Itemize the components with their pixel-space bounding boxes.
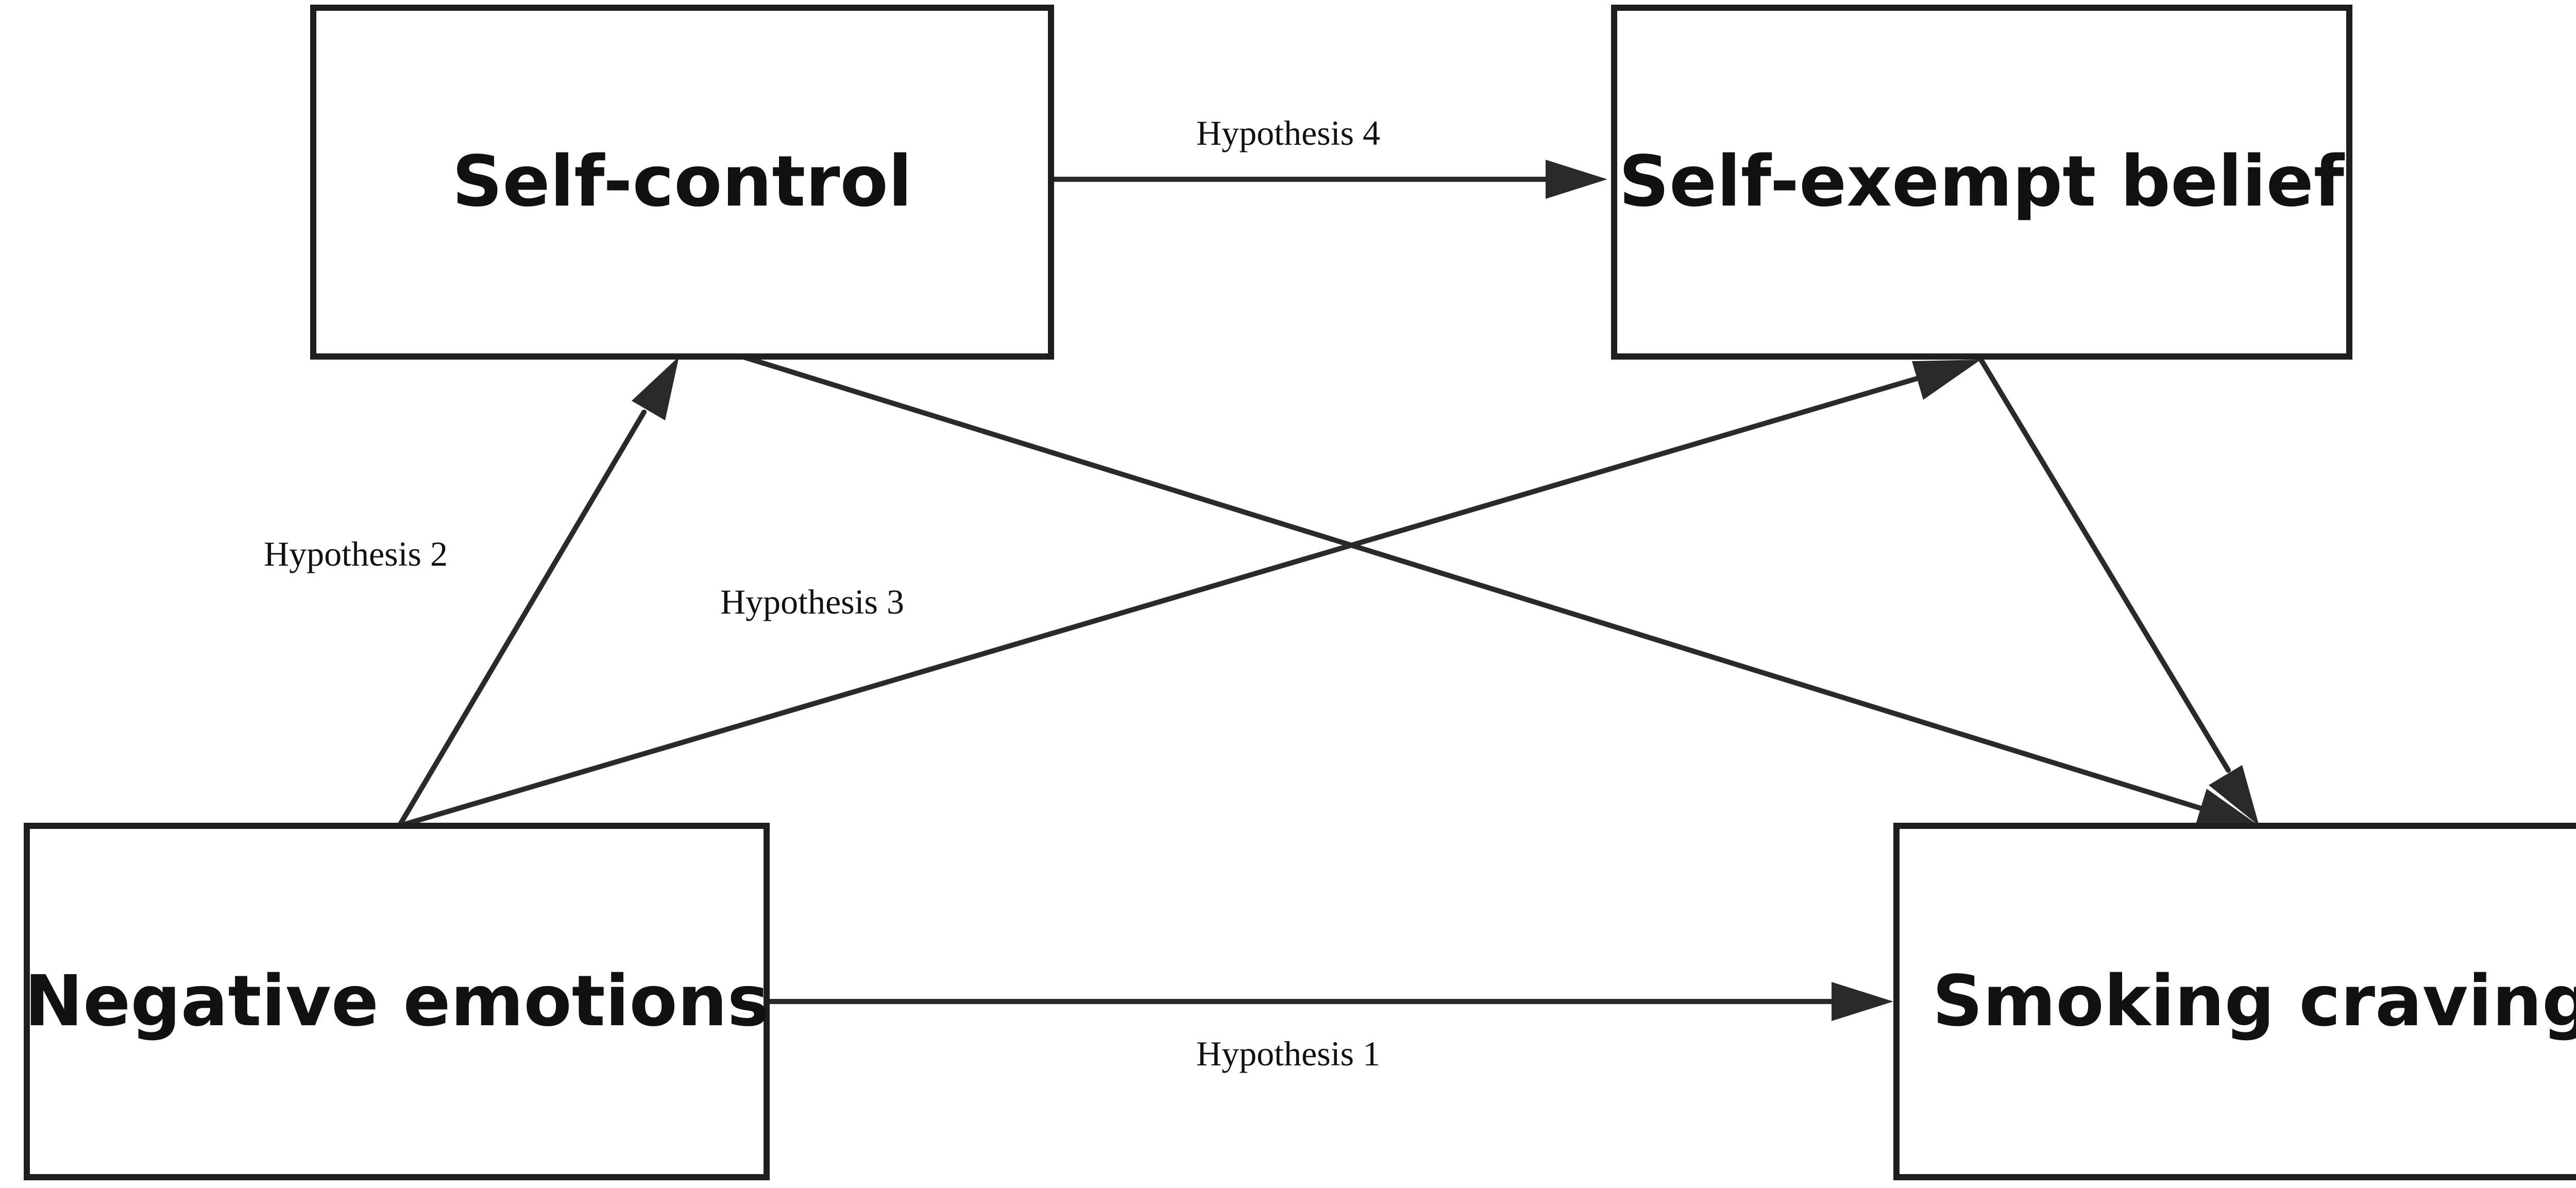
arrowhead-icon [1832, 982, 1893, 1021]
edge-line-h3 [397, 376, 1919, 828]
node-label-self-exempt-belief: Self-exempt belief [1619, 141, 2345, 223]
arrowhead-icon [632, 357, 679, 420]
node-negative-emotions: Negative emotions [24, 823, 770, 1180]
edge-line-h2 [397, 410, 647, 828]
node-box-negative-emotions [24, 823, 770, 1180]
edge-hypothesis-4 [1048, 160, 1607, 199]
node-label-smoking-craving: Smoking craving [1933, 961, 2576, 1042]
node-smoking-craving: Smoking craving [1893, 823, 2576, 1180]
arrowhead-icon [1546, 160, 1607, 199]
node-label-negative-emotions: Negative emotions [24, 961, 769, 1042]
nodes: Self-control Self-exempt belief Negative… [24, 5, 2576, 1180]
edge-self-control-to-craving [739, 354, 2259, 827]
node-self-control: Self-control [310, 5, 1054, 360]
node-box-self-control [310, 5, 1054, 360]
arrowhead-icon [2209, 765, 2259, 826]
edge-label-hypothesis-1: Hypothesis 1 [1196, 1034, 1380, 1073]
arrowhead-icon [1912, 360, 1981, 400]
edge-hypothesis-1 [768, 982, 1893, 1021]
edge-hypothesis-3 [397, 360, 1981, 828]
node-box-smoking-craving [1893, 823, 2576, 1180]
edges [397, 160, 2259, 1021]
edge-label-hypothesis-3: Hypothesis 3 [720, 582, 904, 621]
node-self-exempt-belief: Self-exempt belief [1611, 5, 2352, 360]
node-label-self-control: Self-control [452, 141, 912, 223]
edge-line-sc-craving [739, 354, 2205, 811]
edge-labels: Hypothesis 4 Hypothesis 2 Hypothesis 3 H… [264, 113, 1380, 1073]
edge-self-exempt-to-craving [1978, 357, 2259, 826]
edge-label-hypothesis-4: Hypothesis 4 [1196, 113, 1380, 152]
edge-label-hypothesis-2: Hypothesis 2 [264, 534, 448, 573]
edge-line-seb-craving [1978, 357, 2231, 773]
arrowhead-icon [2195, 789, 2259, 827]
node-box-self-exempt-belief [1611, 5, 2352, 360]
edge-hypothesis-2 [397, 357, 679, 828]
